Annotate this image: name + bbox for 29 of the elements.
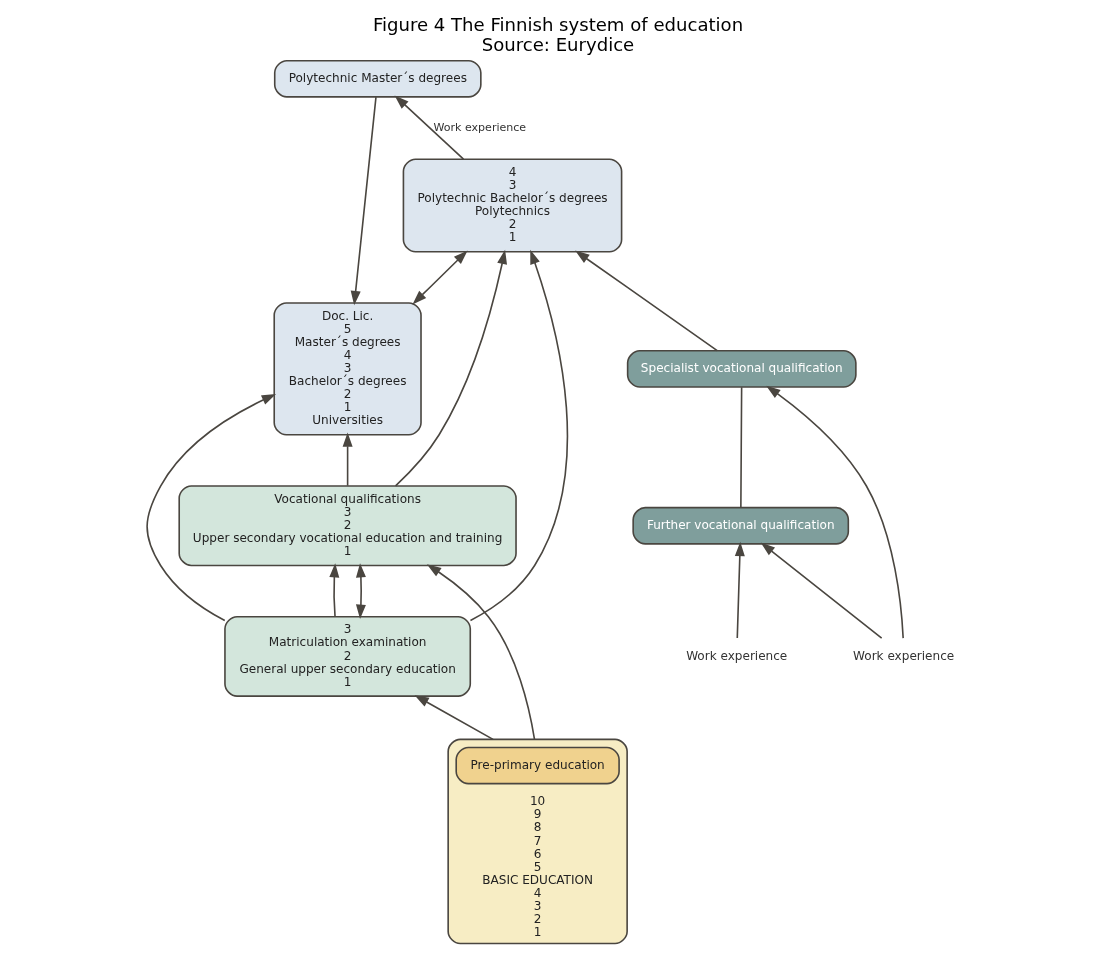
arrow [469, 249, 569, 622]
node-box: Polytechnic Master´s degrees [273, 59, 482, 98]
arrow [412, 250, 468, 305]
node-box: Doc. Lic. 5 Master´s degrees 4 3 Bachelor´s degrees 2 1 Universities [273, 302, 422, 436]
arrow [146, 394, 277, 622]
arrow [350, 96, 377, 306]
node-box: 3 Matriculation examination 2 General upper secondary education 1 [224, 615, 472, 697]
arrow [355, 563, 366, 619]
arrow [329, 563, 340, 618]
node-text: Work experience [686, 648, 788, 663]
node-box: Specialist vocational qualification [626, 350, 857, 388]
arrow [342, 432, 353, 487]
arrow [394, 249, 508, 487]
node-box: Vocational qualifications 3 2 Upper secondary vocational education and training 1 [178, 485, 517, 567]
node-text: Work experience [853, 648, 955, 663]
arrow [575, 250, 719, 352]
diagram-title: Figure 4 The Finnish system of education [372, 13, 744, 35]
edge-label: Work experience [433, 120, 527, 134]
arrow [760, 542, 883, 639]
arrow [734, 541, 745, 639]
arrow [766, 385, 904, 639]
connector [740, 386, 743, 509]
arrow [426, 564, 536, 741]
caption: Source: Eurydice [481, 34, 635, 56]
arrow [414, 695, 494, 741]
node-box: Pre-primary education [455, 746, 620, 785]
node-box: 4 3 Polytechnic Bachelor´s degrees Polytechnics 2 1 [402, 158, 623, 253]
node-box: Further vocational qualification [632, 506, 850, 545]
arrow [394, 95, 465, 160]
